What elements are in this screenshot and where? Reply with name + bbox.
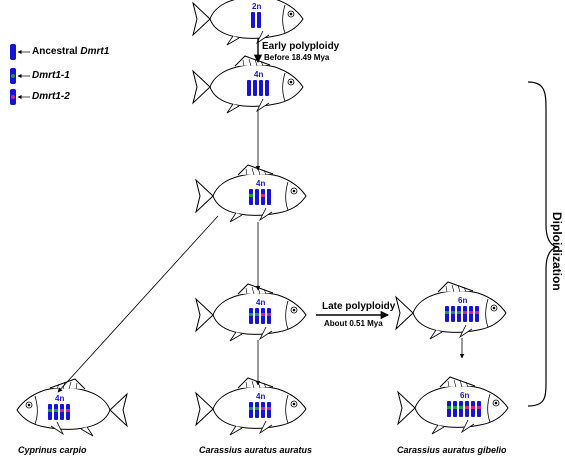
chromosomes-4n-early bbox=[247, 80, 269, 96]
ploidy-label-4n-auratus: 4n bbox=[256, 392, 266, 401]
legend-label-ancestral-gene: Dmrt1 bbox=[80, 46, 110, 57]
chromosomes-4n-ancestor bbox=[249, 189, 271, 205]
early-polyploidy-title: Early polyploidy bbox=[262, 41, 340, 52]
fish-ancestral-diploid bbox=[192, 0, 304, 46]
arrow-to-carp bbox=[57, 215, 219, 393]
legend-label-dmrt1-1: Dmrt1-1 bbox=[32, 70, 70, 81]
early-polyploidy-time: Before 18.49 Mya bbox=[264, 53, 330, 62]
late-polyploidy-title: Late polyploidy bbox=[322, 301, 396, 312]
ploidy-label-4n-early: 4n bbox=[254, 70, 264, 79]
chromosomes-6n-hexaploid bbox=[445, 306, 479, 322]
diploidization-label: Diploidization bbox=[550, 212, 564, 291]
legend-chip-ancestral bbox=[10, 44, 16, 60]
species-carassius-auratus-auratus: Carassius auratus auratus bbox=[199, 445, 313, 455]
fish-cyprinus-carpio bbox=[17, 379, 127, 436]
legend-mark-dmrt1-2 bbox=[11, 95, 15, 99]
legend-chip-dmrt1-1 bbox=[10, 68, 16, 84]
ploidy-label-4n-ancestor: 4n bbox=[256, 179, 266, 188]
chromosomes-6n-gibelio bbox=[447, 401, 481, 417]
legend-mark-dmrt1-1 bbox=[11, 74, 15, 78]
ploidy-label-4n-carp: 4n bbox=[55, 394, 65, 403]
species-cyprinus-carpio: Cyprinus carpio bbox=[18, 445, 87, 455]
ploidy-label-2n: 2n bbox=[252, 2, 262, 11]
diploidization-brace bbox=[527, 81, 560, 407]
legend-label-dmrt1-2: Dmrt1-2 bbox=[32, 91, 70, 102]
species-carassius-auratus-gibelio: Carassius auratus gibelio bbox=[397, 445, 507, 455]
chromosomes-2n bbox=[251, 12, 261, 28]
ploidy-label-6n-gibelio: 6n bbox=[460, 391, 470, 400]
legend-chip-dmrt1-2 bbox=[10, 89, 16, 105]
legend-label-ancestral-prefix: Ancestral bbox=[32, 46, 81, 57]
chromosomes-4n-auratus bbox=[249, 402, 271, 418]
legend-label-ancestral: Ancestral Dmrt1 bbox=[32, 47, 109, 57]
ploidy-label-4n-auratus-lineage: 4n bbox=[256, 298, 266, 307]
chromosomes-4n-auratus-lineage bbox=[249, 308, 271, 324]
late-polyploidy-time: About 0.51 Mya bbox=[324, 319, 383, 328]
chromosomes-4n-carp bbox=[48, 404, 70, 420]
ploidy-label-6n-hexaploid: 6n bbox=[458, 296, 468, 305]
